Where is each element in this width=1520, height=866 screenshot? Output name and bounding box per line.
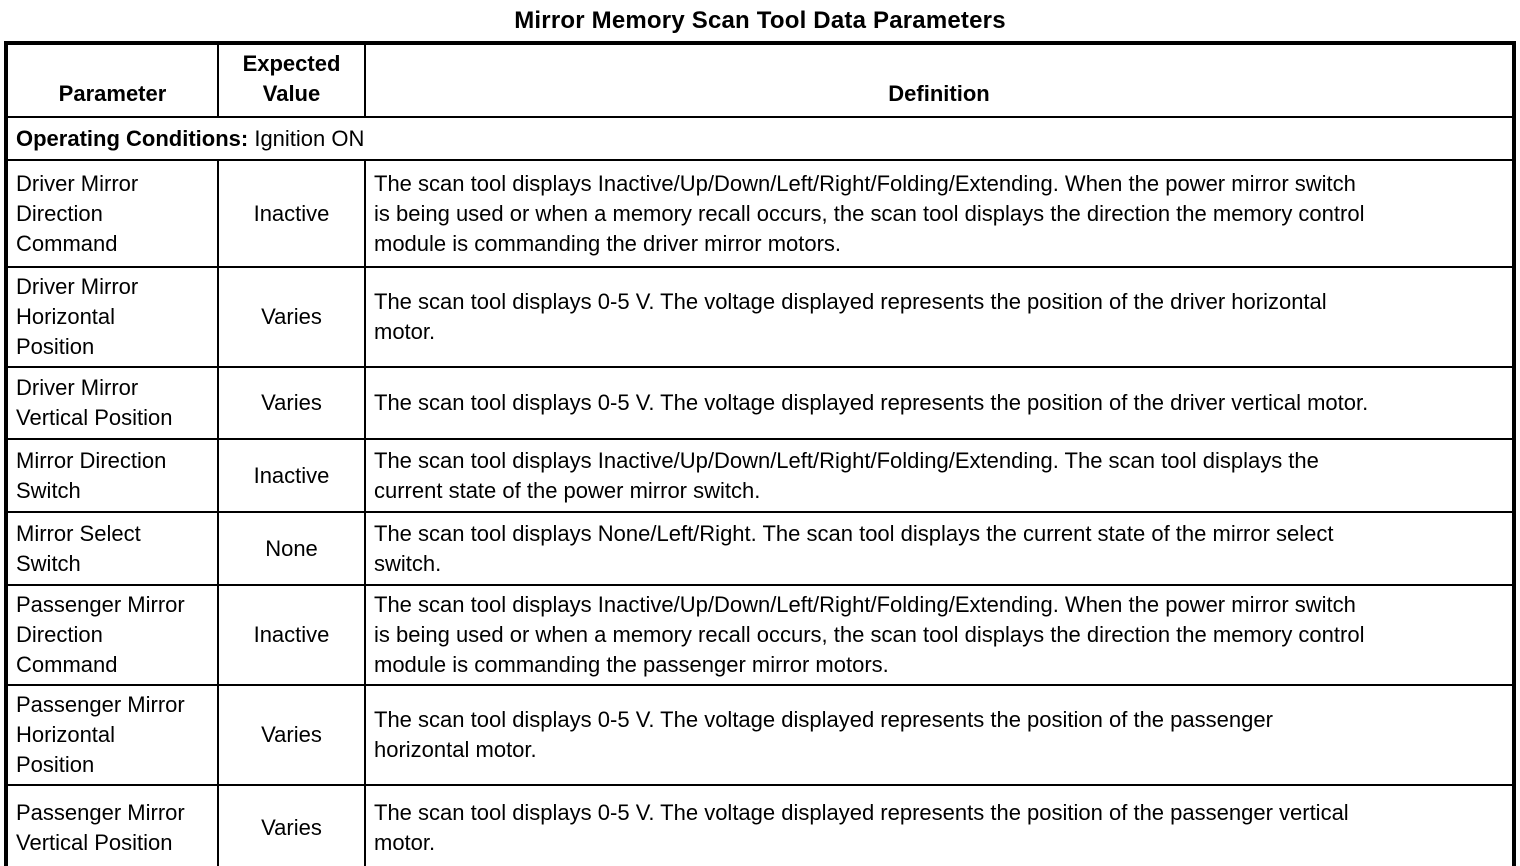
table-row: Driver Mirror Direction Command Inactive… [5,159,1515,268]
expected-value-cell: Inactive [217,584,366,686]
column-header-definition: Definition [364,42,1515,118]
column-header-parameter: Parameter [5,42,219,118]
expected-value-cell: Varies [217,266,366,368]
definition-cell: The scan tool displays 0-5 V. The voltag… [364,684,1515,786]
page-title: Mirror Memory Scan Tool Data Parameters [514,7,1006,34]
table-row: Driver Mirror Horizontal Position Varies… [5,266,1515,368]
operating-conditions-cell: Operating Conditions: Ignition ON [5,116,1515,161]
expected-value-cell: Varies [217,366,366,440]
parameter-cell: Passenger Mirror Horizontal Position [5,684,219,786]
expected-value-cell: None [217,511,366,586]
parameter-cell: Mirror Select Switch [5,511,219,586]
parameter-cell: Driver Mirror Horizontal Position [5,266,219,368]
definition-cell: The scan tool displays None/Left/Right. … [364,511,1515,586]
operating-conditions-row: Operating Conditions: Ignition ON [5,116,1515,161]
expected-value-cell: Varies [217,784,366,866]
table-row: Mirror Select Switch None The scan tool … [5,511,1515,586]
definition-cell: The scan tool displays 0-5 V. The voltag… [364,266,1515,368]
table-row: Mirror Direction Switch Inactive The sca… [5,438,1515,513]
definition-cell: The scan tool displays 0-5 V. The voltag… [364,784,1515,866]
definition-cell: The scan tool displays 0-5 V. The voltag… [364,366,1515,440]
definition-cell: The scan tool displays Inactive/Up/Down/… [364,159,1515,268]
parameter-cell: Driver Mirror Vertical Position [5,366,219,440]
expected-value-cell: Inactive [217,438,366,513]
column-header-expected-value: Expected Value [217,42,366,118]
definition-cell: The scan tool displays Inactive/Up/Down/… [364,438,1515,513]
table-row: Passenger Mirror Horizontal Position Var… [5,684,1515,786]
expected-value-cell: Inactive [217,159,366,268]
scan-tool-parameters-table: Parameter Expected Value Definition Oper… [4,41,1516,866]
table-row: Driver Mirror Vertical Position Varies T… [5,366,1515,440]
definition-cell: The scan tool displays Inactive/Up/Down/… [364,584,1515,686]
parameter-cell: Driver Mirror Direction Command [5,159,219,268]
table-row: Passenger Mirror Direction Command Inact… [5,584,1515,686]
table-row: Passenger Mirror Vertical Position Varie… [5,784,1515,866]
parameter-cell: Passenger Mirror Direction Command [5,584,219,686]
operating-conditions-label: Operating Conditions: [16,125,249,151]
table-header-row: Parameter Expected Value Definition [5,42,1515,118]
operating-conditions-value: Ignition ON [254,125,365,151]
parameter-cell: Mirror Direction Switch [5,438,219,513]
parameter-cell: Passenger Mirror Vertical Position [5,784,219,866]
expected-value-cell: Varies [217,684,366,786]
